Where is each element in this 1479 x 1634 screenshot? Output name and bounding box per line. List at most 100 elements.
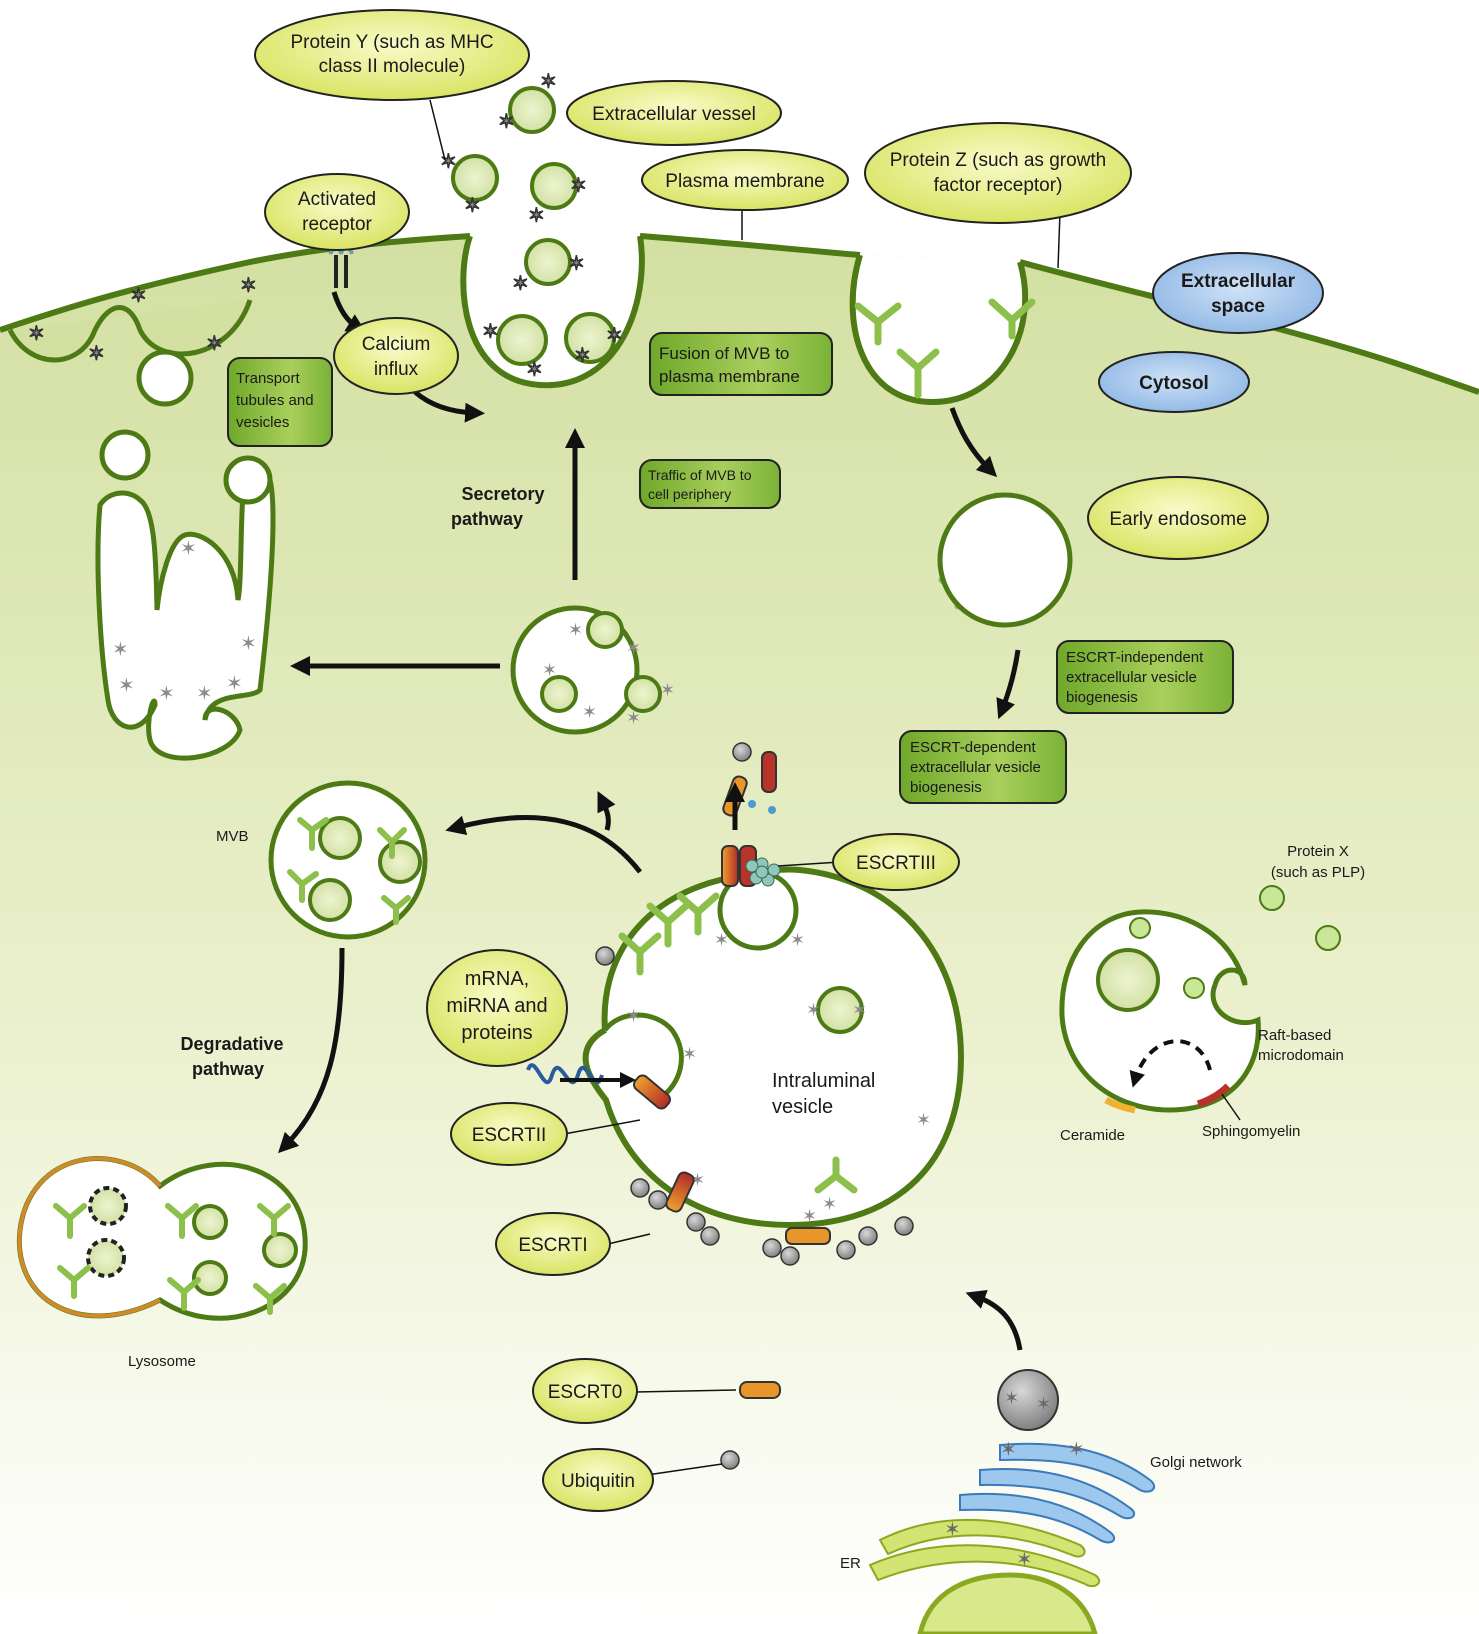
svg-text:✶: ✶ bbox=[806, 1000, 821, 1021]
svg-text:✶: ✶ bbox=[1016, 1547, 1033, 1571]
svg-text:✶: ✶ bbox=[916, 1110, 931, 1131]
svg-text:biogenesis: biogenesis bbox=[910, 779, 982, 796]
secretory-stars: ✶✶ ✶✶ ✶✶ bbox=[542, 620, 675, 729]
svg-text:✶: ✶ bbox=[570, 173, 587, 197]
golgi-derived-vesicle bbox=[997, 1369, 1059, 1431]
svg-text:✶: ✶ bbox=[1068, 1437, 1085, 1461]
svg-text:✶: ✶ bbox=[568, 251, 585, 275]
svg-text:Plasma membrane: Plasma membrane bbox=[665, 171, 824, 192]
svg-text:✶: ✶ bbox=[582, 702, 597, 723]
label-extracellular-vessel: Extracellular vessel bbox=[566, 80, 782, 146]
label-secretory-pathway: Secretory pathway bbox=[451, 484, 545, 529]
box-escrt-independent: ESCRT-independent extracellular vesicle … bbox=[1056, 640, 1234, 714]
svg-text:✶: ✶ bbox=[626, 1006, 641, 1027]
label-extracellular-space: Extracellular space bbox=[1152, 252, 1324, 334]
svg-text:plasma membrane: plasma membrane bbox=[659, 367, 800, 386]
label-sphingomyelin: Sphingomyelin bbox=[1202, 1123, 1300, 1140]
svg-text:✶: ✶ bbox=[118, 673, 135, 697]
svg-text:✶: ✶ bbox=[626, 638, 641, 659]
svg-text:vesicle: vesicle bbox=[772, 1096, 833, 1118]
svg-text:✶: ✶ bbox=[196, 681, 213, 705]
early-endosome bbox=[937, 492, 1073, 628]
label-calcium-influx: Calcium influx bbox=[333, 317, 459, 395]
box-escrt-dependent: ESCRT-dependent extracellular vesicle bi… bbox=[899, 730, 1067, 804]
svg-text:ESCRTII: ESCRTII bbox=[472, 1125, 547, 1146]
svg-text:class II molecule): class II molecule) bbox=[319, 56, 466, 77]
svg-text:vesicles: vesicles bbox=[236, 414, 289, 431]
svg-text:✶: ✶ bbox=[790, 930, 805, 951]
svg-text:✶: ✶ bbox=[568, 620, 583, 641]
er-shape bbox=[868, 1518, 1101, 1634]
interior-ilv bbox=[816, 986, 864, 1034]
svg-text:✶: ✶ bbox=[852, 1000, 867, 1021]
svg-text:Extracellular: Extracellular bbox=[1181, 271, 1296, 292]
svg-text:proteins: proteins bbox=[461, 1022, 532, 1044]
svg-text:Ubiquitin: Ubiquitin bbox=[561, 1471, 635, 1492]
escrt0-icon bbox=[739, 1381, 781, 1399]
svg-text:✶: ✶ bbox=[482, 319, 499, 343]
svg-text:✶: ✶ bbox=[464, 193, 481, 217]
svg-text:✶: ✶ bbox=[226, 671, 243, 695]
svg-text:✶: ✶ bbox=[528, 203, 545, 227]
svg-text:ESCRTIII: ESCRTIII bbox=[856, 853, 936, 874]
escrtiii-beads bbox=[745, 857, 781, 887]
svg-text:pathway: pathway bbox=[192, 1059, 264, 1079]
svg-text:✶: ✶ bbox=[1036, 1394, 1051, 1415]
svg-text:space: space bbox=[1211, 296, 1265, 317]
svg-text:extracellular vesicle: extracellular vesicle bbox=[1066, 669, 1197, 686]
svg-text:Degradative: Degradative bbox=[180, 1034, 283, 1054]
svg-text:Cytosol: Cytosol bbox=[1139, 373, 1209, 394]
label-cytosol: Cytosol bbox=[1098, 351, 1250, 413]
budding-ilv-left bbox=[603, 1012, 684, 1101]
svg-text:✶: ✶ bbox=[802, 1206, 817, 1227]
svg-text:(such as PLP): (such as PLP) bbox=[1271, 864, 1365, 881]
large-endosome-receptors bbox=[618, 892, 858, 1194]
released-escrt-dots bbox=[748, 800, 776, 814]
svg-text:✶: ✶ bbox=[28, 321, 45, 345]
svg-text:ESCRT-independent: ESCRT-independent bbox=[1066, 649, 1204, 666]
label-activated-receptor: Activated receptor bbox=[264, 173, 410, 251]
label-early-endosome: Early endosome bbox=[1087, 476, 1269, 560]
svg-text:ESCRTI: ESCRTI bbox=[518, 1235, 587, 1256]
label-escrt0: ESCRT0 bbox=[532, 1358, 638, 1424]
endocytic-pit bbox=[849, 254, 1029, 406]
svg-text:Transport: Transport bbox=[236, 370, 300, 387]
svg-text:cell periphery: cell periphery bbox=[648, 486, 731, 502]
svg-text:Fusion of MVB to: Fusion of MVB to bbox=[659, 344, 789, 363]
label-mvb: MVB bbox=[216, 828, 249, 845]
leader-lines bbox=[429, 99, 1241, 1477]
box-fusion-mvb: Fusion of MVB to plasma membrane bbox=[649, 332, 833, 396]
lysosome-outer-rim bbox=[17, 1156, 162, 1318]
lysosome-ilvs bbox=[86, 1186, 298, 1296]
large-endosome-stars: ✶✶ ✶✶ ✶✶ ✶✶ ✶✶ bbox=[626, 930, 931, 1227]
label-escrti: ESCRTI bbox=[495, 1212, 611, 1276]
svg-text:ESCRT0: ESCRT0 bbox=[548, 1382, 623, 1403]
label-protein-y: Protein Y (such as MHC class II molecule… bbox=[254, 9, 530, 101]
svg-text:✶: ✶ bbox=[526, 357, 543, 381]
svg-text:ESCRT-dependent: ESCRT-dependent bbox=[910, 739, 1036, 756]
label-escrtii: ESCRTII bbox=[450, 1102, 568, 1166]
golgi-network-shape bbox=[959, 1442, 1156, 1544]
svg-text:✶: ✶ bbox=[542, 660, 557, 681]
svg-text:Secretory: Secretory bbox=[461, 484, 544, 504]
svg-text:✶: ✶ bbox=[1004, 1388, 1019, 1409]
label-protein-x: Protein X (such as PLP) bbox=[1271, 843, 1365, 881]
mvb-receptors bbox=[287, 817, 411, 925]
label-protein-z: Protein Z (such as growth factor recepto… bbox=[864, 122, 1132, 224]
svg-text:extracellular vesicle: extracellular vesicle bbox=[910, 759, 1041, 776]
golgi-stars: ✶✶ ✶✶ bbox=[944, 1437, 1085, 1571]
svg-text:✶: ✶ bbox=[606, 323, 623, 347]
pathway-arrows bbox=[278, 291, 1023, 1351]
svg-text:receptor: receptor bbox=[302, 214, 372, 235]
svg-text:Protein Z (such as growth: Protein Z (such as growth bbox=[890, 150, 1106, 171]
label-ubiquitin: Ubiquitin bbox=[542, 1448, 654, 1512]
lysosome-receptors bbox=[53, 1203, 291, 1315]
svg-text:miRNA and: miRNA and bbox=[446, 995, 547, 1017]
ceramide-segment bbox=[1104, 1096, 1136, 1114]
golgi-vesicle-stars: ✶✶ bbox=[1004, 1388, 1051, 1415]
label-ceramide: Ceramide bbox=[1060, 1127, 1125, 1144]
label-golgi-network: Golgi network bbox=[1150, 1454, 1242, 1471]
svg-text:Traffic of MVB to: Traffic of MVB to bbox=[648, 467, 752, 483]
svg-text:✶: ✶ bbox=[512, 271, 529, 295]
